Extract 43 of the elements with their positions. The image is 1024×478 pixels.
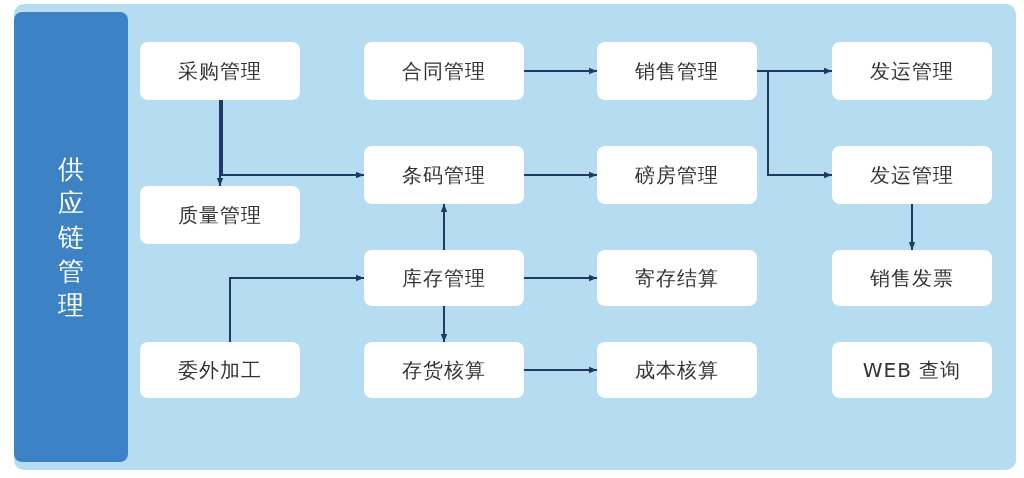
arrow	[216, 99, 224, 187]
module-box	[832, 146, 992, 204]
arrow	[221, 99, 365, 179]
module-label: 销售发票	[870, 264, 954, 292]
module-box	[597, 342, 757, 398]
module-label: 发运管理	[870, 57, 954, 85]
arrow	[229, 274, 365, 343]
module-label: 采购管理	[178, 57, 262, 85]
arrow	[756, 70, 833, 179]
module-label: 寄存结算	[635, 264, 719, 292]
category-bar	[14, 12, 128, 462]
module-box	[597, 250, 757, 306]
category-label: 供应链管理	[57, 153, 85, 322]
module-box	[364, 42, 524, 100]
module-label: 质量管理	[178, 201, 262, 229]
arrow	[523, 274, 598, 282]
module-label: 委外加工	[178, 356, 262, 384]
module-label: 合同管理	[402, 57, 486, 85]
module-label: WEB 查询	[862, 356, 962, 384]
module-box	[832, 42, 992, 100]
module-label: 条码管理	[402, 161, 486, 189]
module-box	[364, 250, 524, 306]
arrow	[523, 171, 598, 179]
arrow	[908, 203, 916, 251]
arrow	[440, 203, 448, 251]
module-box	[597, 146, 757, 204]
module-box	[832, 250, 992, 306]
module-box	[364, 146, 524, 204]
module-box	[140, 42, 300, 100]
module-box	[597, 42, 757, 100]
module-label: 磅房管理	[635, 161, 719, 189]
module-label: 成本核算	[635, 356, 719, 384]
module-box	[140, 186, 300, 244]
module-box	[364, 342, 524, 398]
module-box	[832, 342, 992, 398]
module-label: 存货核算	[402, 356, 486, 384]
module-box	[140, 342, 300, 398]
module-label: 库存管理	[402, 264, 486, 292]
module-label: 销售管理	[635, 57, 719, 85]
arrow	[440, 305, 448, 343]
arrow	[523, 366, 598, 374]
module-label: 发运管理	[870, 161, 954, 189]
arrow	[523, 67, 598, 75]
